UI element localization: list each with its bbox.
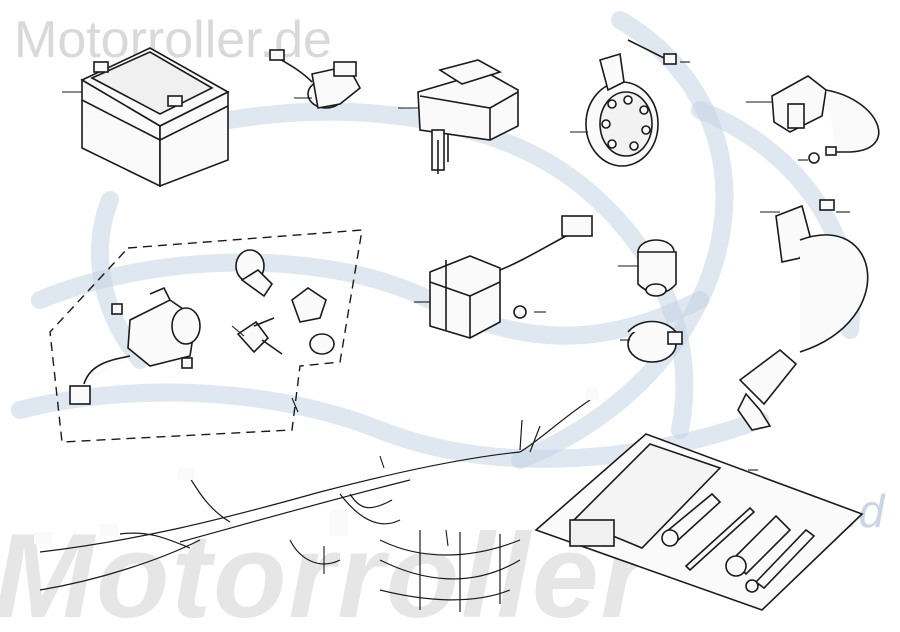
- ignition-switch-icon: [69, 286, 201, 405]
- ignition-switch-group-outline: [49, 229, 363, 443]
- wiring-harness-icon: [34, 388, 598, 612]
- sensor-icon: [771, 75, 880, 164]
- tool-kit-icon: [534, 433, 864, 611]
- regulator-icon: [429, 215, 593, 339]
- starter-relay-icon: [269, 49, 362, 109]
- clamp-icon: [627, 320, 683, 363]
- ignition-coil-icon: [737, 199, 869, 431]
- relay-icon: [417, 59, 519, 174]
- key-cylinder-icon: [235, 249, 335, 355]
- sender-icon: [637, 239, 677, 297]
- horn-icon: [585, 39, 677, 167]
- battery-icon: [80, 47, 230, 188]
- key-icon: [236, 317, 283, 355]
